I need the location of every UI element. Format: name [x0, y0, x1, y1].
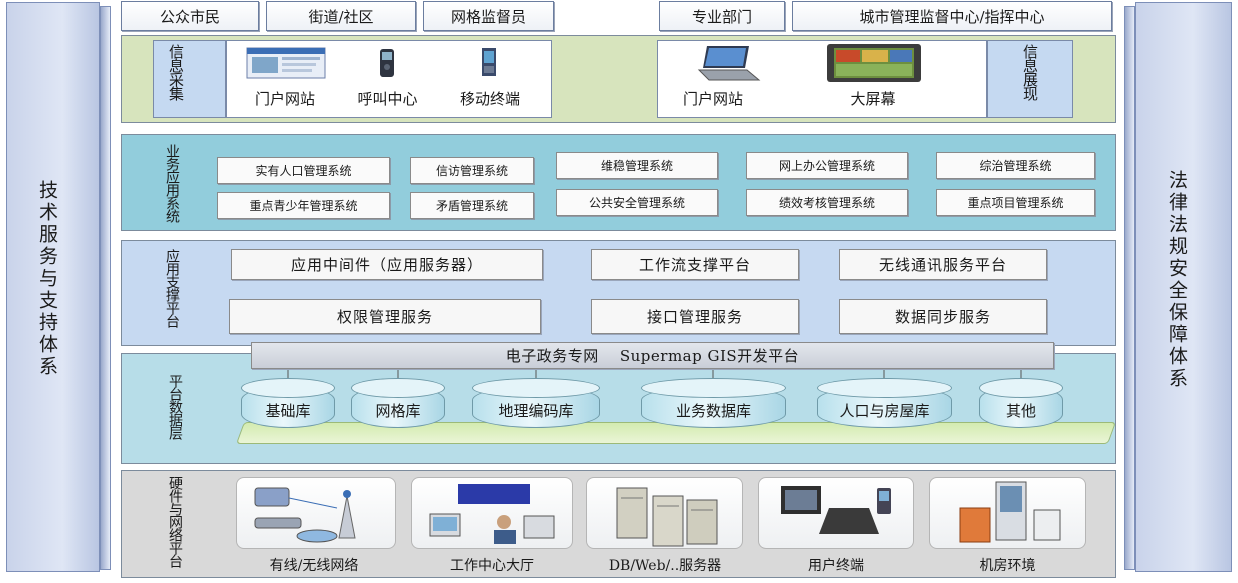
system-public-security: 公共安全管理系统 — [556, 189, 718, 216]
hw-card-servers — [586, 477, 743, 549]
db-other-label: 其他 — [1005, 401, 1036, 420]
system-youth: 重点青少年管理系统 — [217, 192, 390, 219]
db-geocoding: 地理编码库 — [472, 378, 600, 428]
system-petition: 信访管理系统 — [410, 157, 534, 184]
call-center-phone-icon — [374, 47, 400, 79]
hw-card-network — [236, 477, 396, 549]
server-icon — [616, 487, 718, 547]
hw-card-machine-room — [929, 477, 1086, 549]
hw-label-terminals: 用户终端 — [808, 558, 864, 574]
left-pillar-edge — [100, 6, 111, 570]
user-box-grid-supervisor: 网格监督员 — [423, 1, 554, 31]
db-other: 其他 — [979, 378, 1063, 428]
collect-label-box — [153, 40, 226, 118]
big-screen-icon — [826, 43, 922, 85]
service-interface: 接口管理服务 — [591, 299, 799, 334]
db-business: 业务数据库 — [641, 378, 786, 428]
user-box-public: 公众市民 — [121, 1, 259, 31]
db-population-housing: 人口与房屋库 — [817, 378, 952, 428]
network-icon — [254, 487, 356, 543]
hw-card-hall — [411, 477, 573, 549]
data-layer-label: 平台数据层 — [167, 374, 183, 439]
collect-item-call-center: 呼叫中心 — [357, 90, 418, 108]
hw-label-network: 有线/无线网络 — [269, 558, 359, 574]
app-support-label: 应用支撑平台 — [164, 249, 180, 327]
laptop-icon — [693, 44, 761, 82]
hardware-layer-label: 硬件与网络平台 — [167, 476, 183, 567]
db-business-label: 业务数据库 — [675, 401, 751, 420]
db-population-housing-label: 人口与房屋库 — [839, 401, 930, 420]
display-item-big-screen: 大屏幕 — [850, 90, 896, 108]
collect-item-mobile: 移动终端 — [459, 90, 520, 108]
system-online-office: 网上办公管理系统 — [746, 152, 908, 179]
left-pillar-label: 技术服务与支持体系 — [36, 180, 58, 378]
system-conflict: 矛盾管理系统 — [410, 192, 534, 219]
display-item-portal: 门户网站 — [682, 90, 743, 108]
service-permission: 权限管理服务 — [229, 299, 541, 334]
db-grid: 网格库 — [351, 378, 445, 428]
db-grid-label: 网格库 — [375, 401, 421, 420]
user-box-community: 街道/社区 — [266, 1, 416, 31]
display-label: 信息展现 — [1021, 44, 1039, 100]
right-pillar-edge — [1124, 6, 1135, 570]
db-geocoding-label: 地理编码库 — [498, 401, 574, 420]
hall-workstation-icon — [429, 484, 555, 544]
system-performance: 绩效考核管理系统 — [746, 189, 908, 216]
right-pillar-label: 法律法规安全保障体系 — [1166, 170, 1188, 390]
db-basic-label: 基础库 — [265, 401, 311, 420]
user-box-command-center: 城市管理监督中心/指挥中心 — [792, 1, 1112, 31]
db-basic: 基础库 — [241, 378, 335, 428]
system-key-projects: 重点项目管理系统 — [936, 189, 1095, 216]
gis-platform-bar: 电子政务专网 Supermap GIS开发平台 — [251, 342, 1054, 369]
user-box-department: 专业部门 — [659, 1, 785, 31]
left-pillar — [6, 2, 100, 572]
hw-label-hall: 工作中心大厅 — [450, 558, 534, 574]
service-data-sync: 数据同步服务 — [839, 299, 1047, 334]
service-wireless: 无线通讯服务平台 — [839, 249, 1047, 280]
machine-room-icon — [959, 481, 1061, 543]
system-population: 实有人口管理系统 — [217, 157, 390, 184]
hw-card-terminals — [758, 477, 914, 549]
service-workflow: 工作流支撑平台 — [591, 249, 799, 280]
display-label-box — [987, 40, 1073, 118]
user-terminal-icon — [781, 486, 891, 534]
hw-label-machine-room: 机房环境 — [979, 558, 1036, 574]
mobile-terminal-icon — [480, 47, 498, 77]
hw-label-servers: DB/Web/..服务器 — [608, 558, 722, 574]
service-middleware: 应用中间件（应用服务器） — [231, 249, 543, 280]
business-layer-label: 业务应用系统 — [164, 144, 180, 222]
portal-website-icon — [246, 47, 326, 79]
system-stability: 维稳管理系统 — [556, 152, 718, 179]
right-pillar — [1135, 2, 1232, 572]
collect-label: 信息采集 — [167, 44, 185, 100]
collect-item-portal: 门户网站 — [254, 90, 315, 108]
system-comprehensive: 综治管理系统 — [936, 152, 1095, 179]
